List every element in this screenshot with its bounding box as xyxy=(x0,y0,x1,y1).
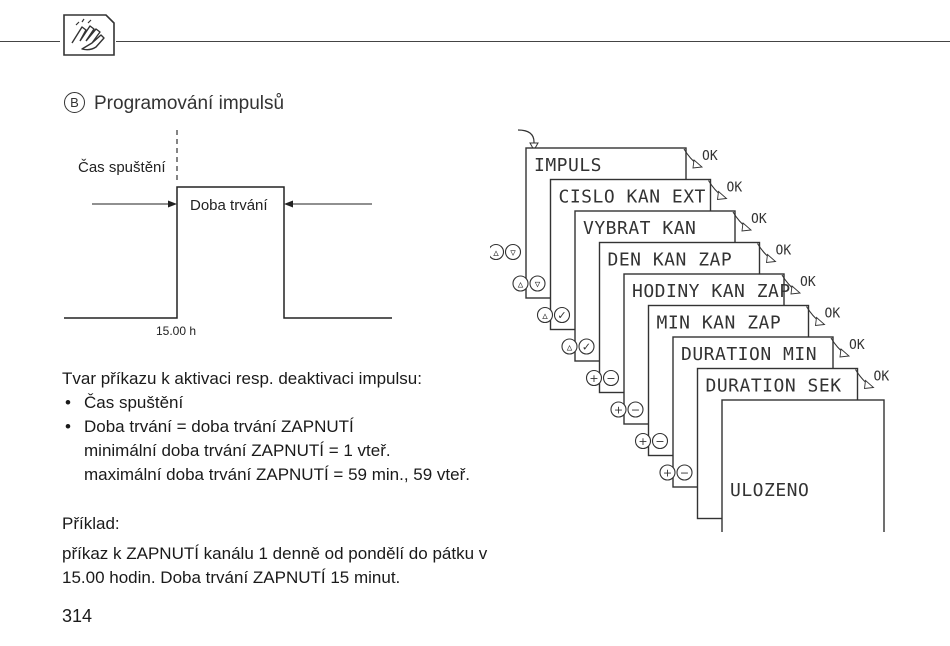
lcd-screen-text: DURATION MIN xyxy=(681,344,817,365)
header-rule xyxy=(0,41,950,42)
impulse-diagram: Čas spuštění Doba trvání 15.00 h xyxy=(64,130,392,338)
minus-button[interactable]: − xyxy=(602,369,620,387)
example-line-2: 15.00 hodin. Doba trvání ZAPNUTÍ 15 minu… xyxy=(62,568,401,587)
ok-label: OK xyxy=(702,149,718,164)
lcd-screen-text: MIN KAN ZAP xyxy=(657,313,782,334)
ok-label: OK xyxy=(727,181,743,196)
plus-button[interactable]: + xyxy=(659,464,676,481)
duration-min-text: minimální doba trvání ZAPNUTÍ = 1 vteř. xyxy=(84,441,391,460)
section-title: B Programování impulsů xyxy=(64,92,284,115)
minus-icon: − xyxy=(606,372,615,385)
ok-label: OK xyxy=(849,338,865,353)
minus-button[interactable]: − xyxy=(627,401,644,418)
confirm-icon: ✓ xyxy=(557,309,566,322)
lcd-screen-text: DURATION SEK xyxy=(706,376,842,397)
example-label: Příklad: xyxy=(62,514,120,533)
up-button[interactable]: ▵ xyxy=(561,338,578,355)
page-number: 314 xyxy=(62,606,93,626)
duration-max-text: maximální doba trvání ZAPNUTÍ = 59 min.,… xyxy=(84,465,470,484)
lcd-screen-text: HODINY KAN ZAP xyxy=(632,281,791,302)
up-button[interactable]: ▵ xyxy=(490,243,505,261)
entry-arrow xyxy=(517,129,535,146)
down-button[interactable]: ▿ xyxy=(529,275,546,292)
plus-button[interactable]: + xyxy=(585,369,603,387)
ok-label: OK xyxy=(800,275,816,290)
lcd-screen-text: DEN KAN ZAP xyxy=(608,250,733,271)
plus-icon: + xyxy=(589,372,598,385)
lcd-screen-text: CISLO KAN EXT xyxy=(559,187,706,208)
bullet-duration: Doba trvání = doba trvání ZAPNUTÍ xyxy=(62,415,470,439)
lcd-screen-text: VYBRAT KAN xyxy=(583,218,696,239)
plus-icon: + xyxy=(614,404,623,417)
up-icon: ▵ xyxy=(518,278,524,291)
minus-button[interactable]: − xyxy=(676,464,693,481)
minus-icon: − xyxy=(680,467,689,480)
example-line-1: příkaz k ZAPNUTÍ kanálu 1 denně od pondě… xyxy=(62,544,488,563)
lcd-screen-text: IMPULS xyxy=(534,155,602,176)
intro-text: Tvar příkazu k aktivaci resp. deaktivaci… xyxy=(62,369,422,388)
down-button[interactable]: ▿ xyxy=(504,243,522,261)
up-icon: ▵ xyxy=(567,341,573,354)
ok-label: OK xyxy=(874,370,890,385)
minus-icon: − xyxy=(655,435,664,448)
start-time-label: Čas spuštění xyxy=(78,159,166,176)
lcd-screen-text: ULOZENO xyxy=(730,480,809,501)
down-icon: ▿ xyxy=(535,278,541,291)
ok-label: OK xyxy=(825,307,841,322)
up-icon: ▵ xyxy=(493,246,499,259)
lcd-screen: ULOZENO xyxy=(721,399,885,532)
confirm-button[interactable]: ✓ xyxy=(578,338,595,355)
ok-label: OK xyxy=(751,212,767,227)
hand-icon xyxy=(60,13,116,57)
bullet-list: Čas spuštění Doba trvání = doba trvání Z… xyxy=(62,391,470,487)
up-button[interactable]: ▵ xyxy=(512,275,529,292)
time-label: 15.00 h xyxy=(156,324,196,338)
ok-label: OK xyxy=(776,244,792,259)
minus-icon: − xyxy=(631,404,640,417)
duration-label: Doba trvání xyxy=(190,197,268,214)
confirm-button[interactable]: ✓ xyxy=(553,306,571,324)
plus-icon: + xyxy=(638,435,647,448)
bullet-start-time: Čas spuštění xyxy=(62,391,470,415)
up-button[interactable]: ▵ xyxy=(536,306,554,324)
example-text: příkaz k ZAPNUTÍ kanálu 1 denně od pondě… xyxy=(62,542,522,590)
section-title-text: Programování impulsů xyxy=(94,93,285,114)
plus-icon: + xyxy=(663,467,672,480)
up-icon: ▵ xyxy=(542,309,548,322)
section-badge: B xyxy=(64,92,85,113)
down-icon: ▿ xyxy=(510,246,516,259)
minus-button[interactable]: − xyxy=(651,432,669,450)
menu-screens-diagram: IMPULS OK ▵ ▿ CISLO KAN EXT OK ▵ ▿ VYBRAT KAN OK ▵… xyxy=(490,129,890,532)
plus-button[interactable]: + xyxy=(610,401,627,418)
confirm-icon: ✓ xyxy=(582,341,591,354)
plus-button[interactable]: + xyxy=(634,432,652,450)
